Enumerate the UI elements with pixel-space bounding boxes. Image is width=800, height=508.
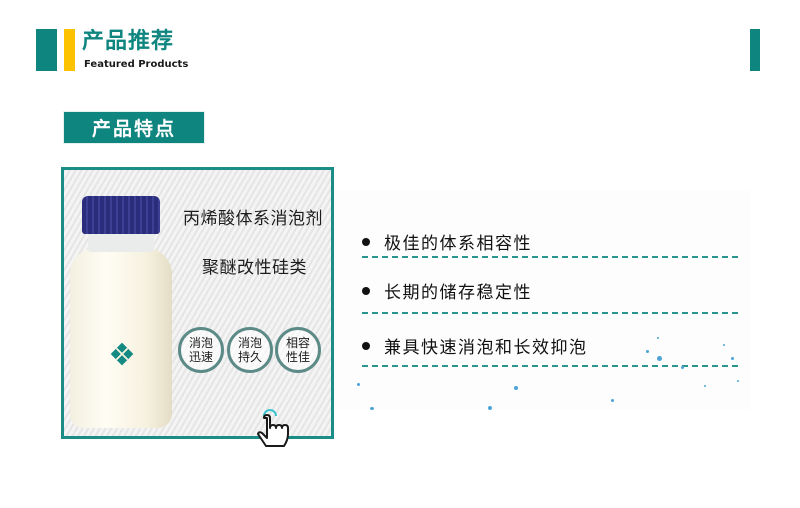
water-drop-icon (737, 380, 739, 382)
water-drop-icon (488, 406, 492, 410)
header-right-bar (750, 29, 760, 71)
badge-text: 持久 (237, 350, 262, 364)
divider (362, 256, 738, 258)
feature-item: 极佳的体系相容性 (362, 229, 532, 254)
product-type: 聚醚改性硅类 (202, 258, 307, 278)
features-panel (332, 190, 750, 410)
page-title: 产品推荐 (82, 29, 175, 54)
section-label-product-features: 产品特点 (63, 111, 205, 144)
water-drop-icon (657, 337, 659, 339)
feature-text: 长期的储存稳定性 (384, 283, 532, 303)
water-drop-icon (370, 407, 374, 410)
badge-text: 性佳 (285, 350, 310, 364)
water-drop-icon (611, 399, 614, 402)
badge-lasting-defoaming: 消泡 持久 (227, 327, 273, 373)
water-drop-icon (731, 357, 734, 360)
water-drop-icon (657, 356, 662, 361)
feature-item: 长期的储存稳定性 (362, 278, 532, 303)
badge-text: 相容 (285, 336, 310, 350)
pointing-hand-icon[interactable] (255, 408, 295, 454)
divider (362, 365, 738, 367)
feature-item: 兼具快速消泡和长效抑泡 (362, 333, 588, 358)
badge-text: 消泡 (237, 336, 262, 350)
bullet-icon (362, 286, 370, 295)
product-name: 丙烯酸体系消泡剂 (183, 209, 323, 229)
divider (362, 312, 738, 314)
bullet-icon (362, 237, 370, 246)
product-card[interactable]: 丙烯酸体系消泡剂 聚醚改性硅类 消泡 迅速 消泡 持久 相容 性佳 (61, 167, 334, 439)
badge-good-compatibility: 相容 性佳 (275, 327, 321, 373)
header-yellow-bar (64, 29, 75, 71)
water-drop-icon (681, 366, 684, 369)
water-drop-icon (646, 350, 649, 353)
header-teal-bar (36, 29, 57, 71)
bottle-body (70, 248, 172, 428)
badge-fast-defoaming: 消泡 迅速 (178, 327, 224, 373)
water-drop-icon (357, 383, 360, 386)
water-drop-icon (514, 386, 518, 390)
water-drop-icon (723, 344, 725, 346)
bottle-cap (82, 196, 160, 234)
feature-text: 极佳的体系相容性 (384, 234, 532, 254)
water-drop-icon (704, 385, 706, 387)
bullet-icon (362, 341, 370, 350)
feature-text: 兼具快速消泡和长效抑泡 (384, 338, 588, 358)
page-subtitle: Featured Products (84, 59, 189, 70)
badge-text: 消泡 (188, 336, 213, 350)
bottle-neck (88, 232, 154, 252)
badge-text: 迅速 (188, 350, 213, 364)
